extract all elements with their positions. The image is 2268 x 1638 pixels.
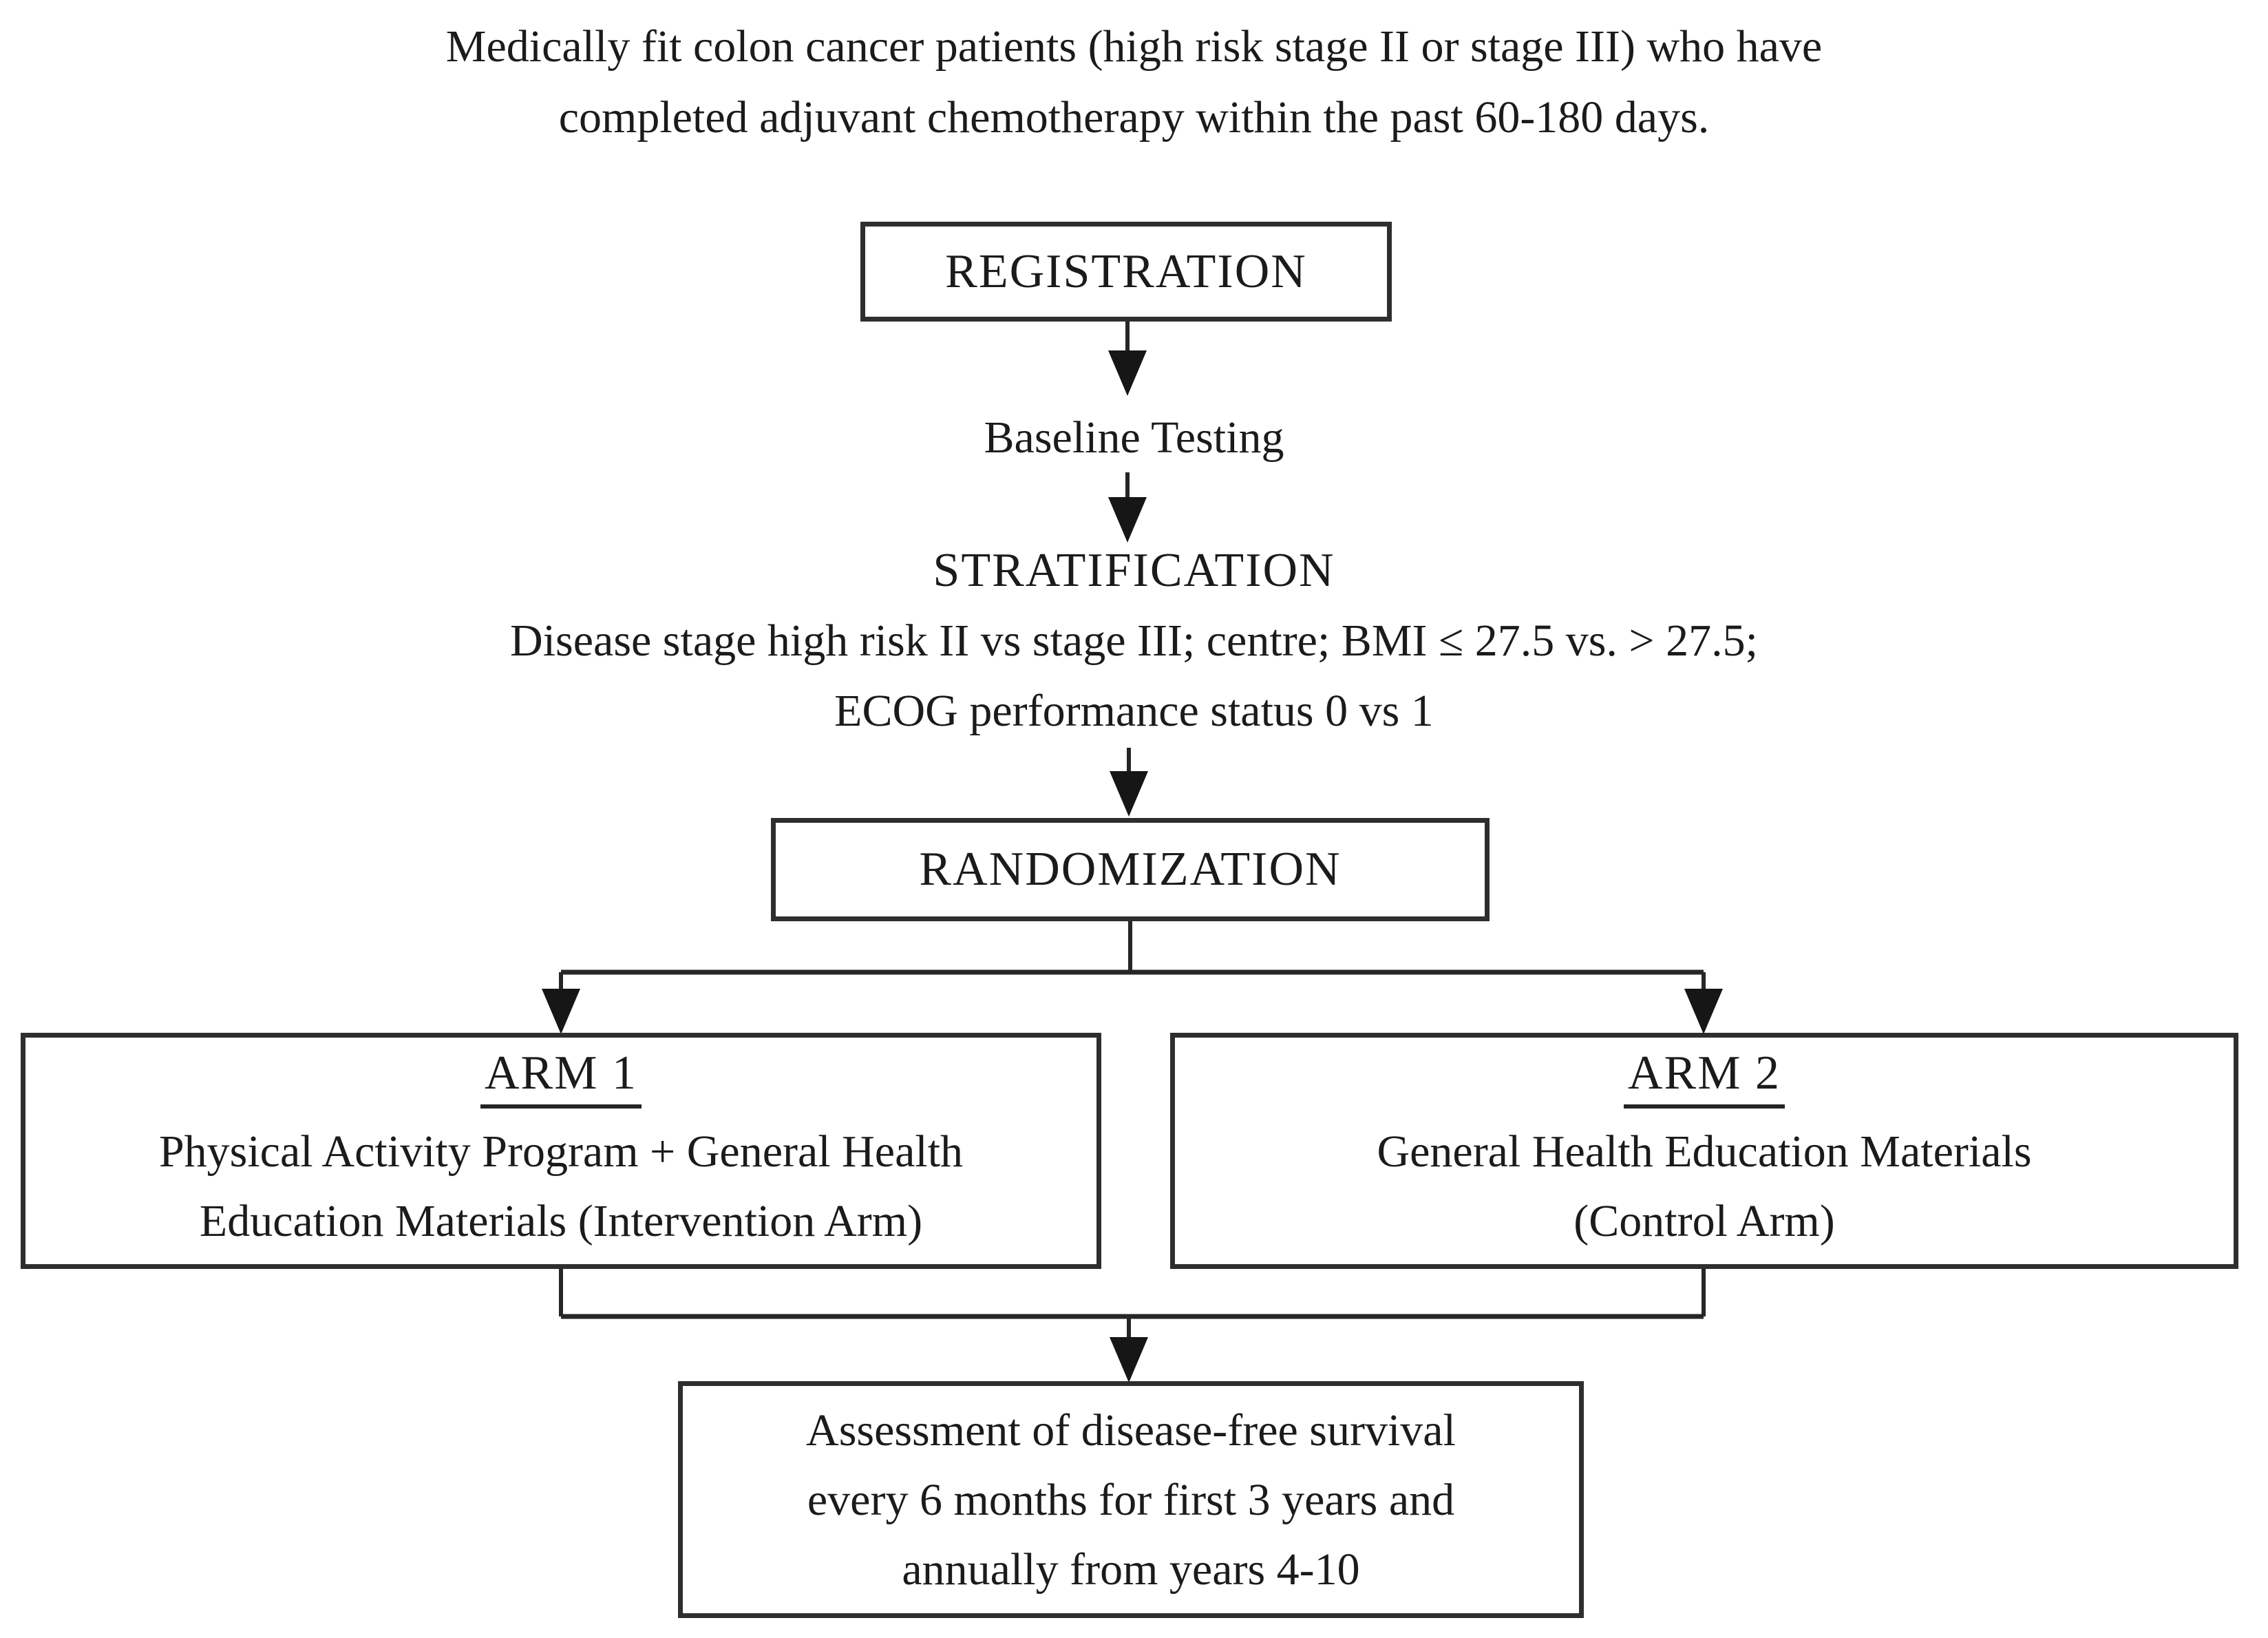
assessment-line-3: annually from years 4-10 bbox=[902, 1544, 1360, 1595]
eligibility-line-1: Medically fit colon cancer patients (hig… bbox=[445, 21, 1823, 72]
arm2-title: ARM 2 bbox=[1624, 1046, 1785, 1109]
connector-registration-to-baseline bbox=[1108, 322, 1147, 396]
arm1-description-line-2: Education Materials (Intervention Arm) bbox=[199, 1196, 923, 1246]
baseline-testing-label: Baseline Testing bbox=[984, 412, 1284, 463]
arrowhead-icon bbox=[542, 989, 580, 1034]
connector-baseline-to-stratification bbox=[1108, 472, 1147, 543]
randomization-label: RANDOMIZATION bbox=[919, 843, 1342, 896]
arrowhead-icon bbox=[1108, 350, 1147, 396]
arm1-description-line-1: Physical Activity Program + General Heal… bbox=[158, 1126, 964, 1177]
stratification-title: STRATIFICATION bbox=[933, 544, 1335, 597]
arm2-description-line-2: (Control Arm) bbox=[1573, 1196, 1835, 1246]
assessment-line-2: every 6 months for first 3 years and bbox=[807, 1474, 1455, 1525]
registration-box: REGISTRATION bbox=[860, 222, 1392, 322]
stratification-criteria-line-1: Disease stage high risk II vs stage III;… bbox=[510, 616, 1758, 666]
stratification-block: STRATIFICATION Disease stage high risk I… bbox=[0, 536, 2268, 746]
arrowhead-icon bbox=[1108, 497, 1147, 543]
registration-label: REGISTRATION bbox=[945, 244, 1307, 298]
connector-randomization-split bbox=[542, 921, 1723, 1034]
arm2-box: ARM 2 General Health Education Materials… bbox=[1170, 1033, 2238, 1269]
arrowhead-icon bbox=[1684, 989, 1723, 1034]
arm1-title: ARM 1 bbox=[480, 1046, 642, 1109]
eligibility-line-2: completed adjuvant chemotherapy within t… bbox=[558, 92, 1710, 143]
randomization-box: RANDOMIZATION bbox=[771, 818, 1490, 921]
arm1-box: ARM 1 Physical Activity Program + Genera… bbox=[21, 1033, 1101, 1269]
assessment-box: Assessment of disease-free survival ever… bbox=[678, 1381, 1584, 1618]
assessment-line-1: Assessment of disease-free survival bbox=[806, 1405, 1456, 1456]
arrowhead-icon bbox=[1110, 1337, 1148, 1383]
connector-arms-to-assessment bbox=[559, 1269, 1706, 1383]
stratification-criteria-line-2: ECOG performance status 0 vs 1 bbox=[834, 686, 1434, 736]
arrowhead-icon bbox=[1110, 771, 1148, 817]
eligibility-text: Medically fit colon cancer patients (hig… bbox=[0, 11, 2268, 153]
arm2-description-line-1: General Health Education Materials bbox=[1377, 1126, 2032, 1177]
connector-stratification-to-randomization bbox=[1110, 748, 1148, 817]
